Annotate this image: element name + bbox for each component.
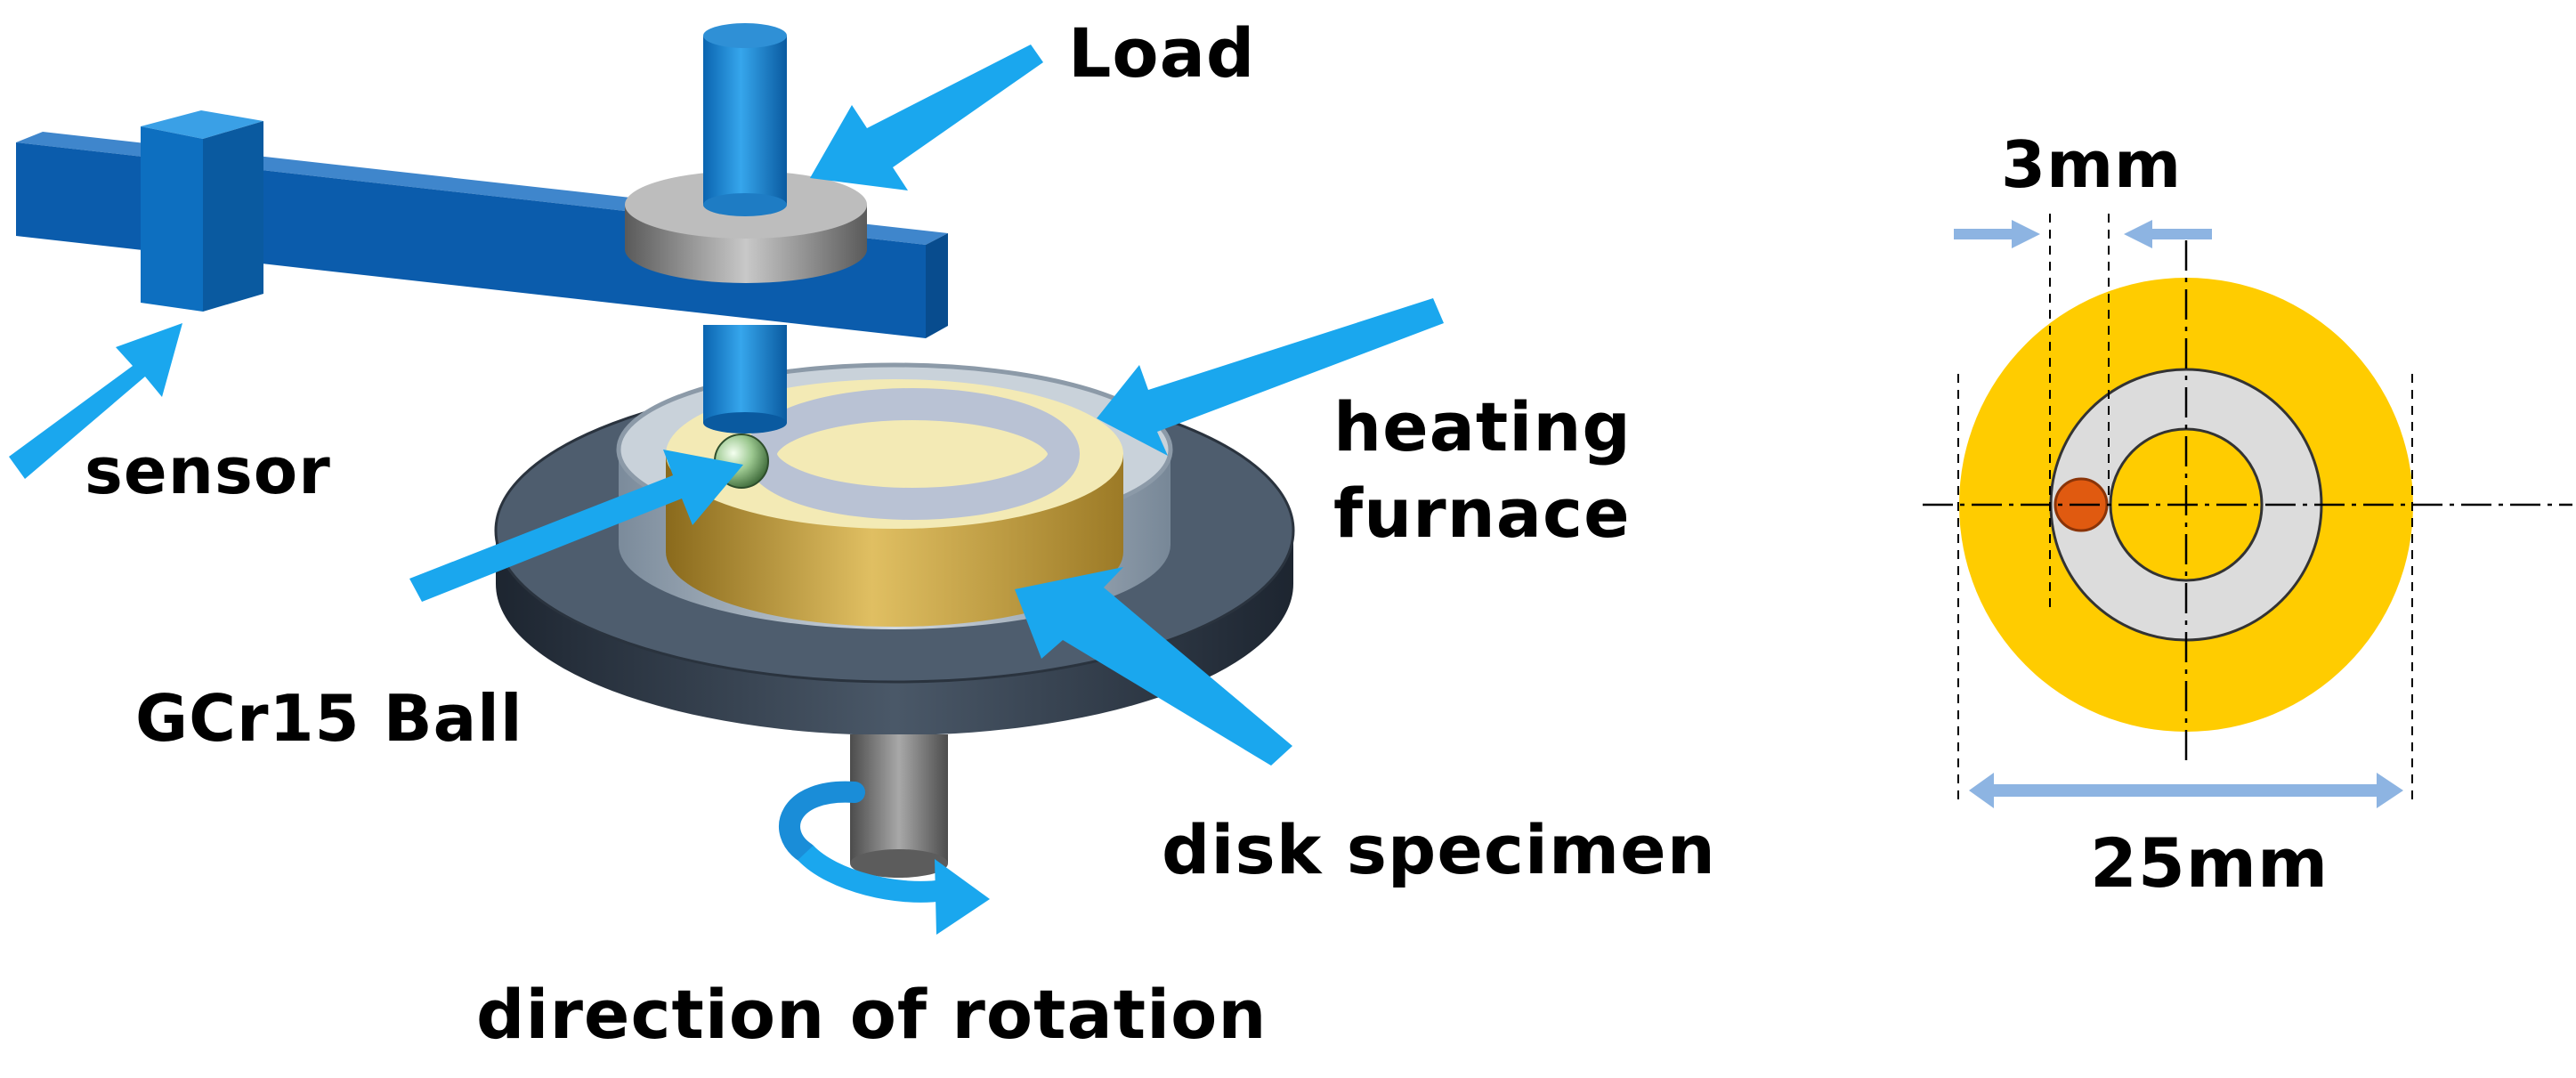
load-rod-top	[703, 23, 787, 48]
arrow-icon	[810, 45, 1043, 190]
label-sensor: sensor	[85, 434, 331, 508]
pointer-arrows	[9, 45, 1444, 766]
label-load: Load	[1068, 13, 1256, 93]
label-3mm: 3mm	[2001, 127, 2183, 202]
center-lines	[1923, 240, 2572, 761]
dimension-arrows-3mm	[1954, 220, 2212, 248]
label-heating: heating	[1333, 387, 1632, 466]
disk-center	[810, 422, 1015, 486]
pin-rod	[703, 325, 787, 423]
rotation-arrow-back	[779, 781, 865, 863]
arrow-icon	[409, 450, 743, 602]
drive-shaft	[850, 734, 948, 863]
pin-rod-tip	[703, 412, 787, 434]
dimension-arrow-25mm	[1969, 773, 2403, 808]
label-ball: GCr15 Ball	[135, 681, 523, 756]
load-rod-through-weight	[703, 125, 787, 205]
extension-lines	[1957, 214, 2413, 801]
label-furnace: furnace	[1333, 474, 1631, 553]
arrow-icon	[1097, 298, 1444, 456]
arrow-icon	[1015, 567, 1292, 766]
rotation-arrow-front	[798, 845, 945, 903]
label-rotation: direction of rotation	[476, 975, 1268, 1054]
drive-shaft-end	[850, 849, 948, 878]
arm-end-face	[926, 233, 948, 338]
label-25mm: 25mm	[2090, 823, 2329, 903]
sensor-block-front	[141, 126, 203, 312]
curved-arrow-icon	[935, 859, 990, 935]
sensor-block-side	[203, 121, 263, 312]
arrow-icon	[9, 323, 182, 479]
load-rod-collar	[703, 193, 787, 216]
sensor-block-top	[141, 110, 263, 139]
label-disk-specimen: disk specimen	[1162, 810, 1716, 889]
